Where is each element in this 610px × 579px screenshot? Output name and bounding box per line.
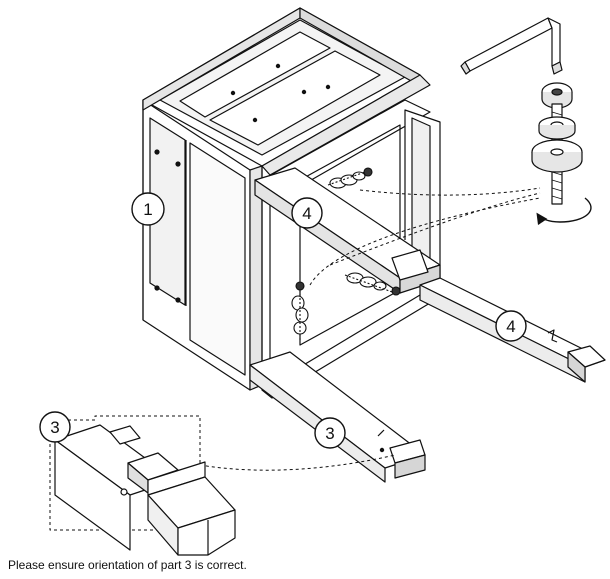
callout-label: 4 <box>302 204 311 223</box>
bolt-cluster-upper <box>327 167 373 189</box>
allen-key-icon <box>460 17 563 75</box>
rail-part-4-top <box>254 167 441 294</box>
washer-icon <box>531 116 583 173</box>
callout-part-4-right: 4 <box>495 310 527 342</box>
seat-frame <box>142 7 421 180</box>
callout-label: 1 <box>143 200 152 219</box>
rotation-arrow-icon <box>536 197 592 226</box>
callout-part-4-top: 4 <box>291 197 323 229</box>
guide-lines <box>309 187 541 286</box>
callout-label: 3 <box>50 418 59 437</box>
callout-part-3-leg: 3 <box>314 417 346 449</box>
callout-label: 3 <box>325 424 334 443</box>
bolt-cluster-lower <box>291 281 309 340</box>
detail-part-3 <box>49 415 396 556</box>
orientation-note: Please ensure orientation of part 3 is c… <box>8 558 247 572</box>
callout-label: 4 <box>506 317 515 336</box>
installed-bolts <box>291 167 401 340</box>
callout-part-3-detail: 3 <box>39 411 71 443</box>
side-panel-part-1 <box>142 99 263 391</box>
callout-part-1: 1 <box>131 192 165 226</box>
leg-part-3 <box>249 351 426 483</box>
bolt-cluster-middle <box>344 272 401 296</box>
